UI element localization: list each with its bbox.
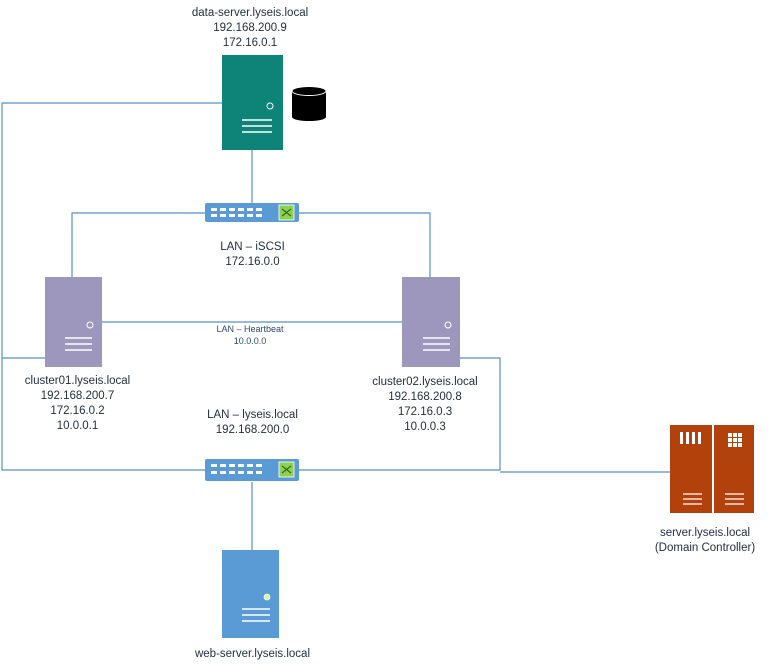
web-server-icon: [222, 550, 279, 638]
cluster02-ip-heartbeat: 10.0.0.3: [404, 421, 446, 433]
data-server-ip-iscsi: 172.16.0.1: [222, 37, 278, 49]
lan-lyseis-name: LAN – lyseis.local: [207, 409, 298, 421]
data-server-hostname: data-server.lyseis.local: [191, 7, 309, 19]
link-iscsi-to-cluster02: [299, 212, 431, 277]
domain-controller-hostname: server.lyseis.local: [659, 527, 751, 539]
data-server-ip-lan: 192.168.200.9: [213, 22, 287, 34]
lan-lyseis-subnet: 192.168.200.0: [215, 424, 290, 436]
rack-server-icon: [670, 425, 754, 513]
connections: [1, 102, 670, 550]
cluster02-server-icon: [402, 277, 460, 367]
link-data-server-to-lan-lyseis: [1, 102, 222, 471]
cluster02-hostname: cluster02.lyseis.local: [372, 376, 478, 388]
link-cluster02-to-lan-lyseis: [299, 357, 501, 471]
cluster01-ip-iscsi: 172.16.0.2: [50, 405, 105, 417]
cluster02-ip-lan: 192.168.200.8: [388, 391, 462, 403]
lan-iscsi-name: LAN – iSCSI: [220, 241, 285, 253]
cluster01-ip-lan: 192.168.200.7: [40, 390, 115, 402]
heartbeat-name: LAN – Heartbeat: [216, 324, 284, 334]
lan-iscsi-subnet: 172.16.0.0: [225, 256, 280, 268]
web-server-hostname: web-server.lyseis.local: [194, 648, 311, 660]
cluster02-label: cluster02.lyseis.local 192.168.200.8 172…: [355, 375, 495, 435]
lan-lyseis-label: LAN – lyseis.local 192.168.200.0: [180, 408, 325, 438]
cluster01-ip-heartbeat: 10.0.0.1: [56, 420, 99, 432]
heartbeat-subnet: 10.0.0.0: [233, 336, 267, 346]
domain-controller-role: (Domain Controller): [654, 542, 756, 554]
network-switch-icon: [205, 203, 299, 222]
cluster02-ip-iscsi: 172.16.0.3: [397, 406, 453, 418]
web-server-label: web-server.lyseis.local: [170, 647, 335, 662]
cluster01-server-icon: [45, 277, 102, 367]
link-iscsi-to-cluster01: [71, 212, 205, 277]
network-switch-icon: [205, 459, 299, 481]
data-server-label: data-server.lyseis.local 192.168.200.9 1…: [150, 6, 350, 51]
data-server-icon: [222, 55, 283, 150]
cluster01-hostname: cluster01.lyseis.local: [24, 375, 131, 387]
database-icon: [291, 86, 327, 121]
cluster01-label: cluster01.lyseis.local 192.168.200.7 172…: [10, 374, 145, 434]
lan-iscsi-label: LAN – iSCSI 172.16.0.0: [180, 240, 325, 270]
heartbeat-label: LAN – Heartbeat 10.0.0.0: [190, 323, 310, 347]
domain-controller-label: server.lyseis.local (Domain Controller): [635, 526, 775, 556]
